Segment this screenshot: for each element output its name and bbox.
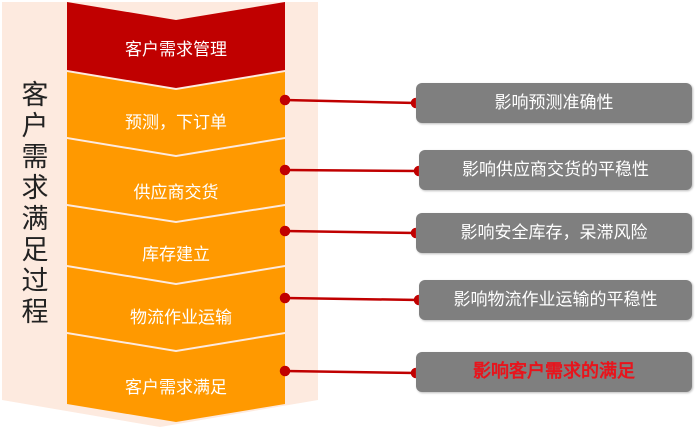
connector-dot: [279, 365, 291, 377]
connector-dot: [279, 292, 291, 304]
step-shape: [67, 139, 285, 221]
step-label: 预测，下订单: [125, 113, 227, 133]
step-shape: [67, 72, 285, 155]
step-shape: [67, 267, 285, 350]
impact-box: 影响物流作业运输的平稳性: [419, 280, 692, 320]
impact-box: 影响安全库存，呆滞风险: [416, 213, 692, 253]
side-label: 客户需求满足过程: [21, 80, 49, 328]
connector-dot: [279, 164, 291, 176]
step-header-shape: [67, 2, 285, 88]
step-label: 物流作业运输: [130, 308, 232, 328]
impact-box: 影响供应商交货的平稳性: [419, 150, 692, 190]
impact-box-highlight: 影响客户需求的满足: [416, 352, 692, 392]
step-label: 库存建立: [142, 245, 210, 265]
step-label: 客户需求管理: [125, 40, 227, 60]
step-shape: [67, 334, 285, 422]
connector-line: [284, 168, 420, 173]
connector-line: [284, 369, 417, 375]
connector-dot: [279, 225, 291, 237]
connector-line: [284, 296, 420, 302]
step-shape: [67, 206, 285, 283]
step-label: 供应商交货: [133, 183, 219, 203]
connector-line: [284, 98, 417, 105]
connector-dot: [279, 94, 291, 106]
impact-box: 影响预测准确性: [416, 83, 692, 123]
step-label: 客户需求满足: [125, 378, 227, 398]
connector-line: [284, 229, 417, 235]
